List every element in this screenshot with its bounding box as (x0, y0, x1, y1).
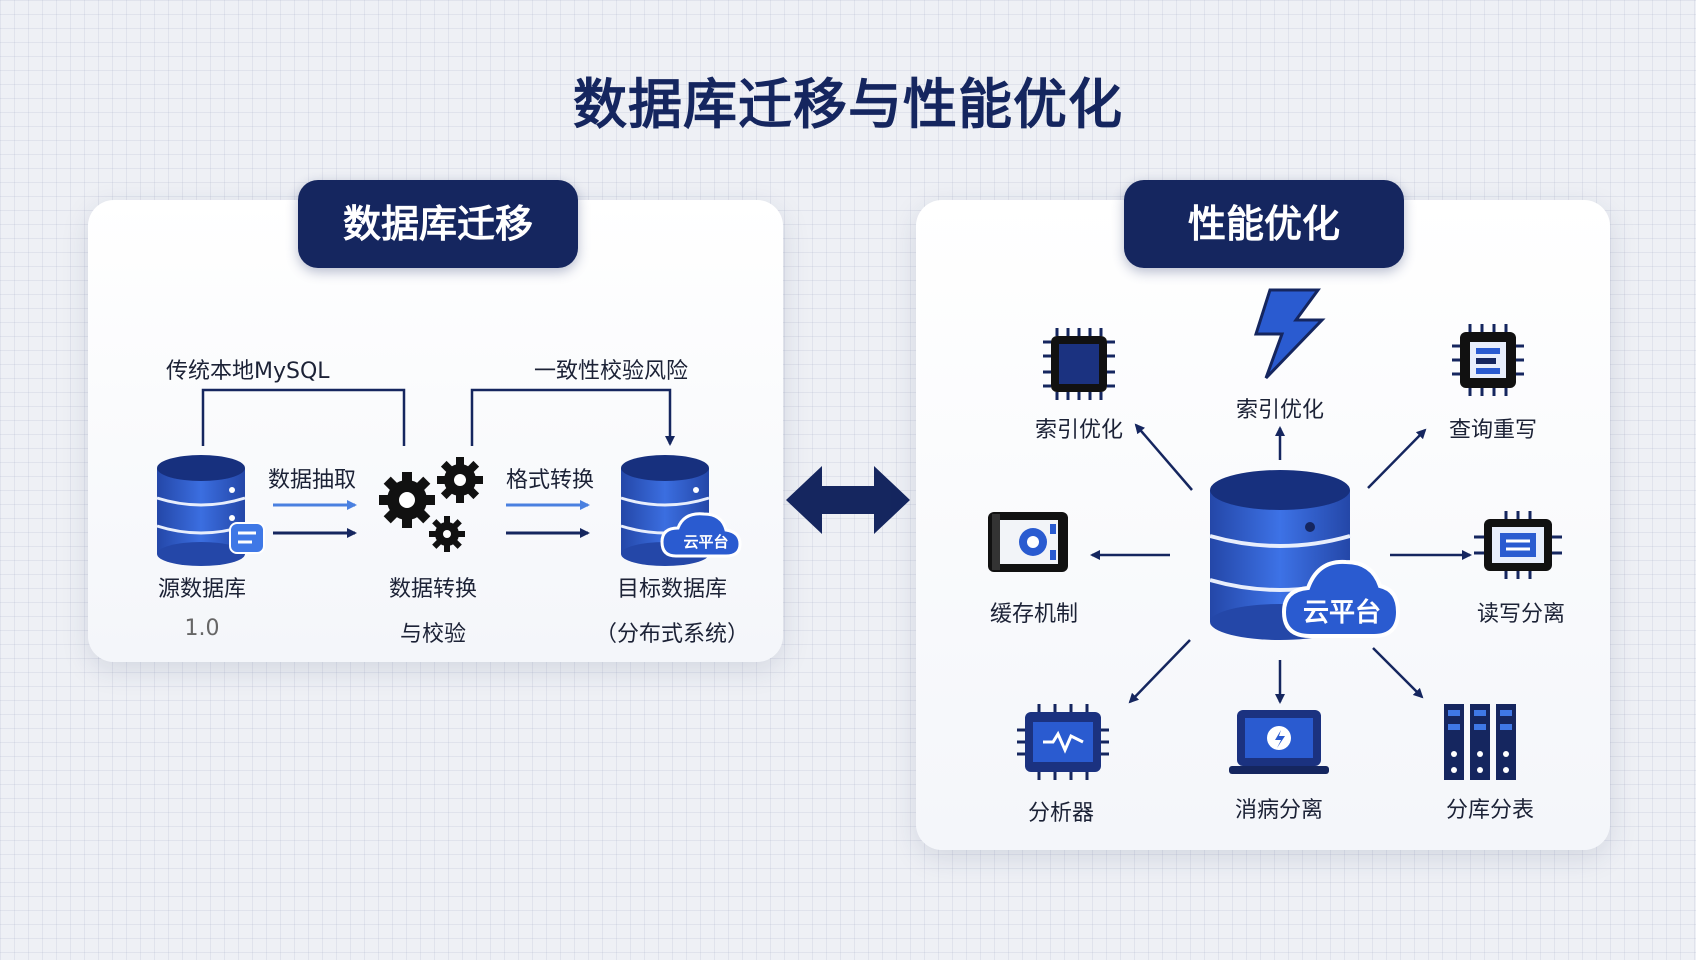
query-chip-icon (1452, 324, 1524, 396)
analyzer-chip-icon (1017, 704, 1109, 780)
arrow-to-index-left (1134, 423, 1193, 491)
lightning-bolt-icon (1253, 288, 1326, 380)
central-cloud-badge: 云平台 (1302, 598, 1381, 628)
transform-label: 数据转换 (388, 577, 478, 602)
node-index-top: 索引优化 (1235, 398, 1325, 423)
migration-header: 数据库迁移 (298, 180, 578, 268)
transform-sublabel: 与校验 (399, 622, 467, 647)
node-rw-split: 读写分离 (1476, 602, 1566, 627)
cpu-chip-icon (1043, 328, 1115, 400)
source-connector (201, 388, 406, 446)
arrow-to-server (1128, 639, 1191, 704)
bidirectional-arrow (786, 466, 910, 534)
node-query-rewrite: 查询重写 (1448, 418, 1538, 443)
source-db-label: 源数据库 (157, 577, 247, 602)
consistency-note: 一致性校验风险 (534, 359, 689, 384)
source-database-icon (156, 455, 265, 566)
source-note: 传统本地MySQL (166, 359, 330, 384)
node-cache: 缓存机制 (989, 602, 1079, 627)
laptop-icon (1229, 710, 1329, 774)
page-title: 数据库迁移与性能优化 (573, 73, 1123, 136)
step-format-label: 格式转换 (506, 468, 595, 493)
server-rack-icon (1444, 704, 1516, 780)
rw-split-chip-icon (1474, 511, 1562, 579)
node-index-left: 索引优化 (1034, 418, 1124, 443)
target-db-label: 目标数据库 (616, 577, 728, 602)
arrow-to-sharding (1372, 647, 1424, 699)
target-cloud-icon (660, 512, 742, 558)
node-partition: 消病分离 (1234, 798, 1324, 823)
target-connector (470, 388, 675, 446)
node-server: 分析器 (1027, 801, 1095, 826)
arrow-to-query-rewrite (1367, 428, 1427, 489)
step-extract-label: 数据抽取 (268, 468, 357, 493)
cache-board-icon (988, 512, 1068, 572)
source-db-sublabel: 1.0 (184, 616, 220, 641)
node-sharding: 分库分表 (1445, 798, 1535, 823)
gears-icon (379, 457, 483, 552)
target-cloud-badge: 云平台 (683, 533, 729, 551)
target-database-icon (620, 455, 742, 566)
target-db-sublabel: （分布式系统） (594, 622, 750, 647)
optimization-header: 性能优化 (1124, 180, 1404, 268)
cloud-platform-icon (1281, 559, 1401, 638)
